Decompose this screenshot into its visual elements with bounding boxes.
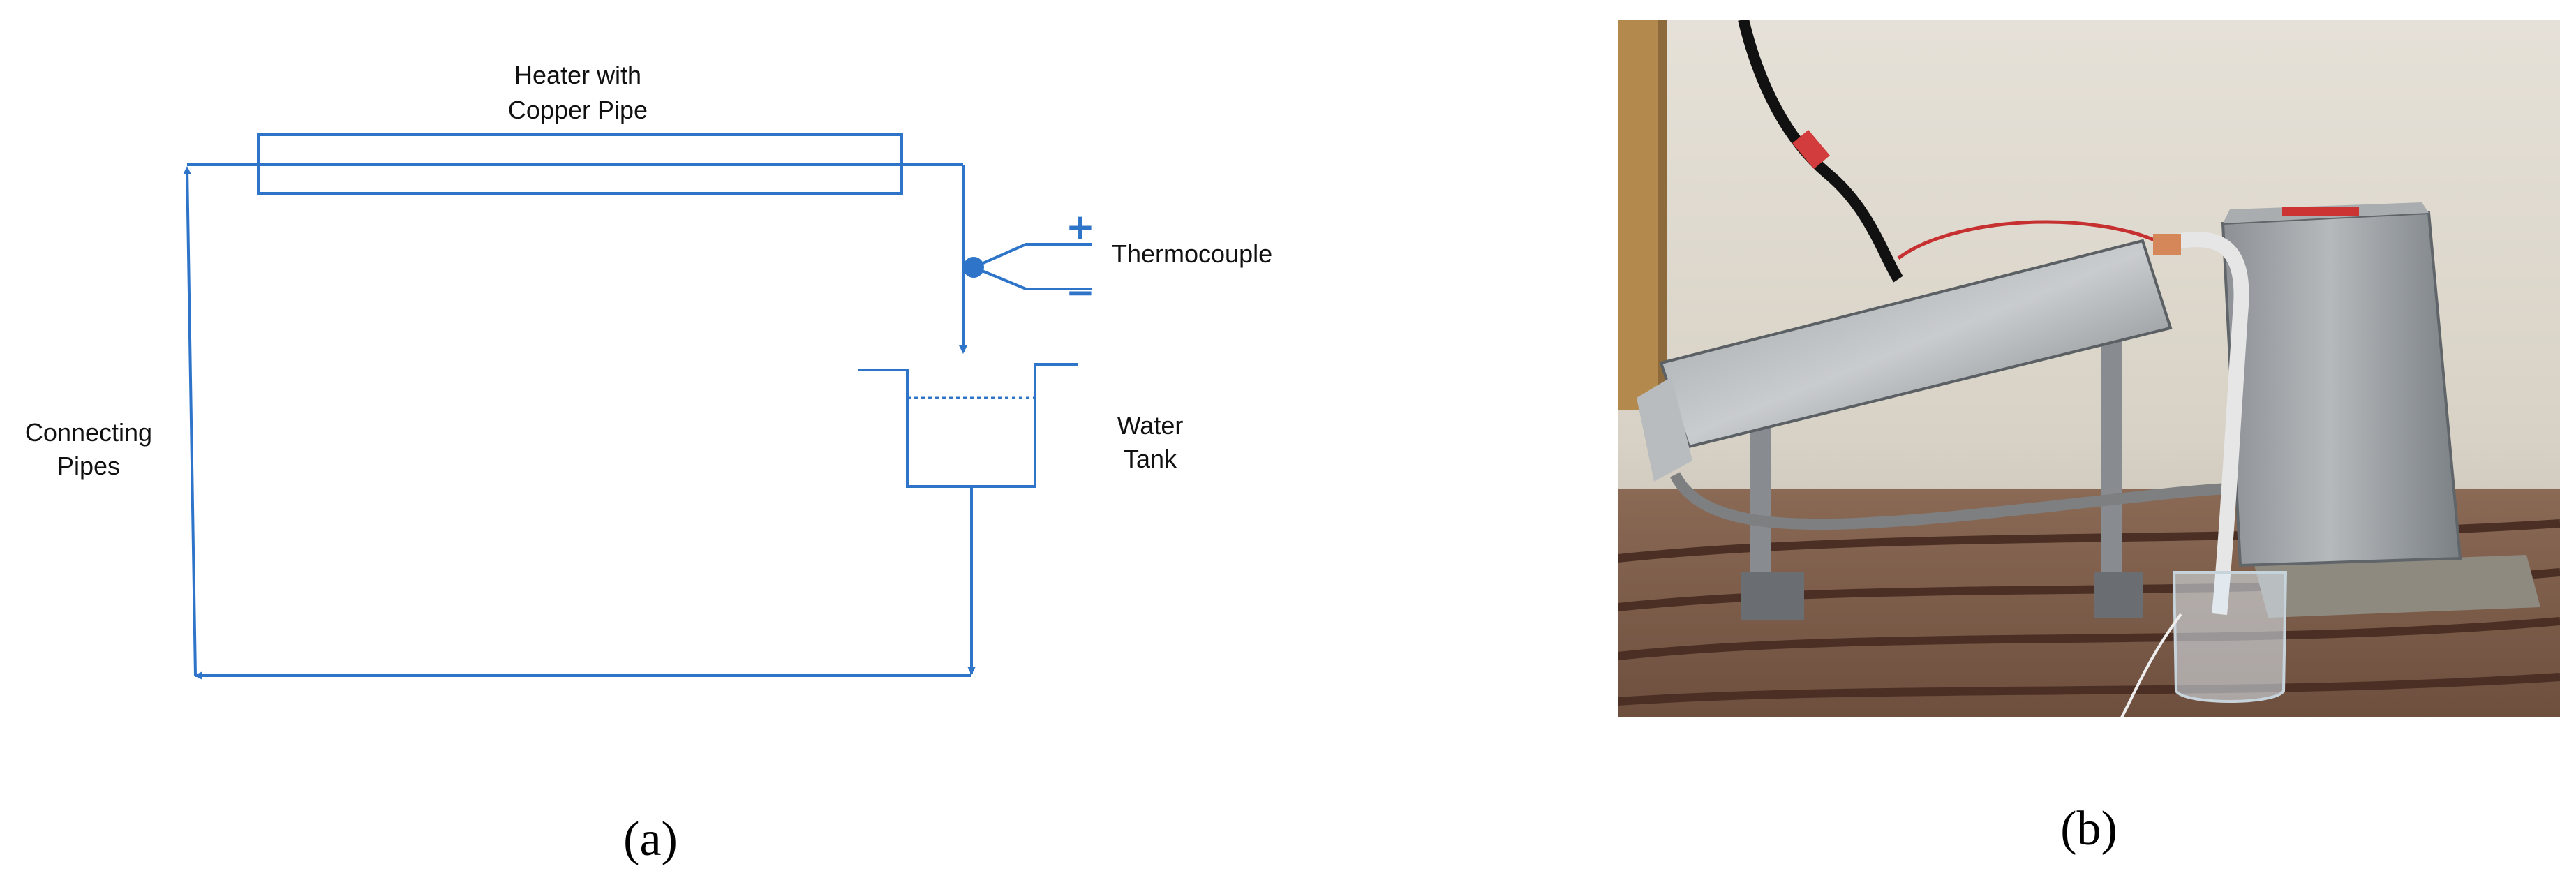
panel-a-caption: (a) <box>623 812 678 866</box>
photo-stand-leg-left <box>1750 426 1771 600</box>
photo-cable-tag <box>1792 129 1830 170</box>
photo-copper-fitting <box>2153 234 2181 255</box>
thermocouple-label: Thermocouple <box>1112 239 1272 268</box>
heater-label-line2: Copper Pipe <box>508 96 648 124</box>
photo-stand-leg-right <box>2101 335 2122 600</box>
photo-power-cable <box>1738 20 1903 283</box>
photo-mat-stripe-4 <box>1618 673 2560 706</box>
photo-stone-slab <box>2254 555 2540 618</box>
photo-mat-stripe-3 <box>1618 617 2560 660</box>
water-tank-label-line2: Tank <box>1124 445 1177 473</box>
photo-heater-end-cap <box>1637 377 1692 482</box>
photo-door-frame <box>1658 20 1667 410</box>
photo-beaker-white-wire <box>2120 613 2182 717</box>
thermocouple-minus-sign: − <box>1066 272 1095 313</box>
photo-outlet-tube <box>2161 232 2249 616</box>
photo-thermocouple-wire <box>1897 220 2165 260</box>
photo-braided-hose <box>1669 472 2234 530</box>
panel-b-caption: (b) <box>2060 802 2117 856</box>
thermocouple-plus-sign: + <box>1066 207 1095 247</box>
water-tank-label-line1: Water <box>1117 411 1184 440</box>
photo-stand-foot-right <box>2094 572 2143 618</box>
photo-glass-beaker <box>2172 571 2288 703</box>
photo-tank-red-tape <box>2282 207 2359 216</box>
photo-water-tank <box>2221 211 2462 567</box>
left-riser-pipe <box>183 166 197 676</box>
connecting-pipes-label-line2: Pipes <box>57 452 120 480</box>
panel-a-diagram: + − Heater with Copper Pipe Thermocouple… <box>25 61 1272 866</box>
water-tank-outline <box>858 363 1078 488</box>
thermocouple-lead-positive <box>973 243 1092 269</box>
heater-label-line1: Heater with <box>514 61 641 89</box>
photo-door-edge <box>1618 20 1658 410</box>
connecting-pipes-label-line1: Connecting <box>25 418 152 447</box>
thermocouple-lead-negative <box>973 266 1092 290</box>
photo-stand-foot-left <box>1741 572 1804 620</box>
panel-b-photo: (b) <box>1618 20 2560 856</box>
